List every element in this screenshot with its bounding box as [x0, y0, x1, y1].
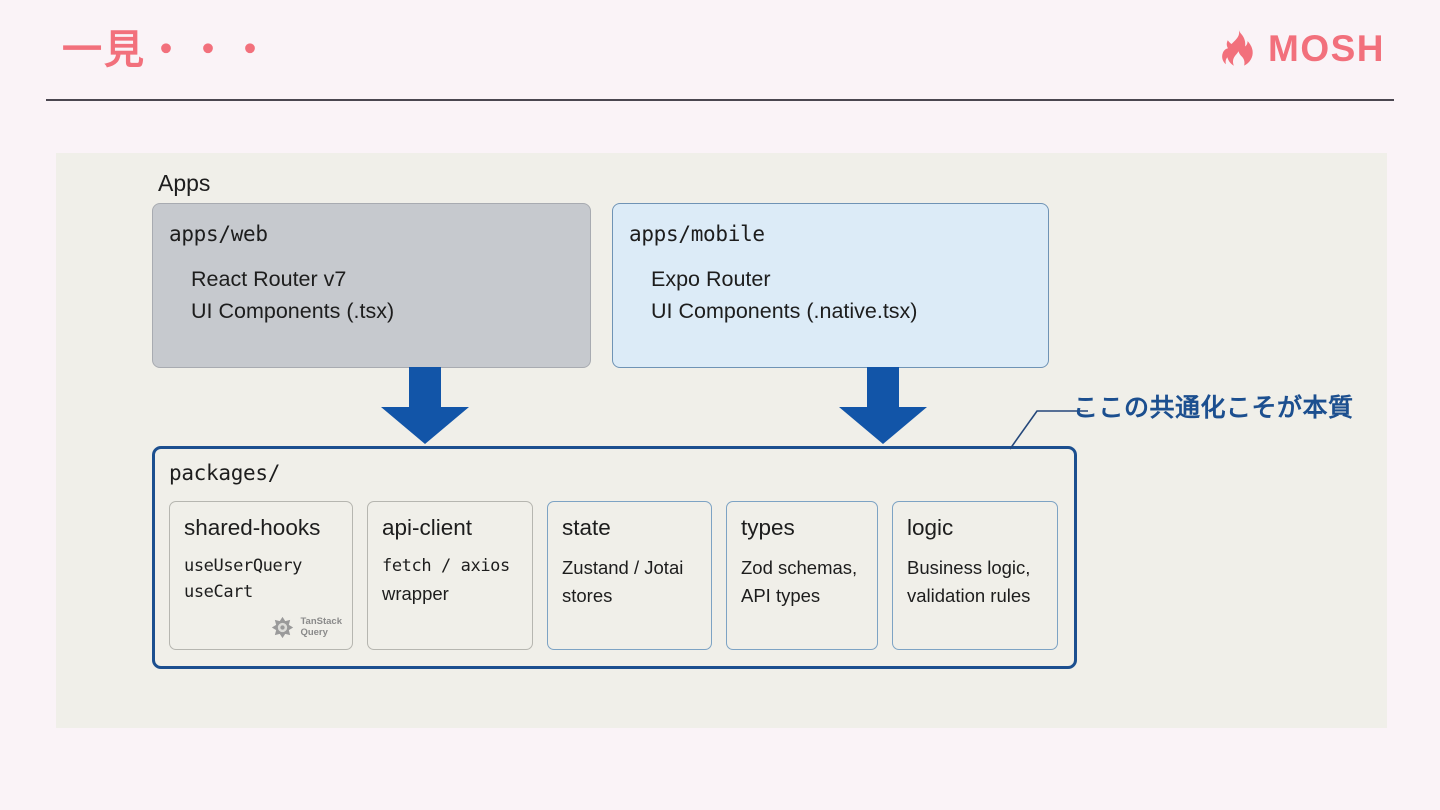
- package-card-state-desc: Zustand / Jotai stores: [562, 557, 684, 607]
- apps-section-label: Apps: [158, 170, 211, 196]
- package-card-state-title: state: [562, 515, 611, 540]
- header-divider: [46, 99, 1394, 101]
- app-box-mobile-lines: Expo Router UI Components (.native.tsx): [651, 264, 917, 328]
- app-box-mobile-line-1: Expo Router: [651, 267, 771, 291]
- package-card-api-client-desc-line-1: fetch / axios: [382, 556, 510, 576]
- diagram-panel: Apps apps/web React Router v7 UI Compone…: [56, 153, 1387, 728]
- app-box-mobile-line-2: UI Components (.native.tsx): [651, 298, 918, 323]
- package-card-api-client: api-client fetch / axios wrapper: [367, 501, 533, 650]
- package-card-logic-desc: Business logic, validation rules: [907, 557, 1031, 607]
- package-card-types-desc: Zod schemas, API types: [741, 557, 858, 607]
- app-box-web-line-1: React Router v7: [191, 267, 347, 291]
- package-card-logic: logic Business logic, validation rules: [892, 501, 1058, 650]
- package-card-api-client-desc-line-2: wrapper: [382, 582, 449, 604]
- package-card-shared-hooks-desc: useUserQuery useCart: [184, 556, 303, 602]
- packages-container: packages/ shared-hooks useUserQuery useC…: [152, 446, 1077, 669]
- arrow-down-mobile-icon: [839, 367, 927, 444]
- package-card-state: state Zustand / Jotai stores: [547, 501, 712, 650]
- app-box-mobile-path: apps/mobile: [629, 222, 765, 246]
- package-card-shared-hooks-title: shared-hooks: [184, 515, 321, 540]
- arrow-down-web-icon: [381, 367, 469, 444]
- tanstack-query-icon: [272, 616, 294, 639]
- app-box-web-lines: React Router v7 UI Components (.tsx): [191, 264, 394, 328]
- flame-icon: [1222, 28, 1253, 66]
- brand-name: MOSH: [1268, 27, 1385, 69]
- package-card-api-client-title: api-client: [382, 515, 473, 540]
- tanstack-query-badge: TanStack Query: [270, 615, 342, 640]
- app-box-web: apps/web React Router v7 UI Components (…: [152, 203, 591, 368]
- package-card-logic-title: logic: [907, 515, 954, 540]
- app-box-mobile: apps/mobile Expo Router UI Components (.…: [612, 203, 1049, 368]
- package-card-types-title: types: [741, 515, 795, 540]
- app-box-web-line-2: UI Components (.tsx): [191, 298, 395, 323]
- page-title: 一見・・・: [62, 28, 272, 72]
- brand-logo: MOSH: [1215, 26, 1385, 70]
- packages-card-row: shared-hooks useUserQuery useCart TanSta…: [169, 501, 1066, 650]
- callout-label: ここの共通化こそが本質: [1073, 394, 1354, 422]
- package-card-shared-hooks: shared-hooks useUserQuery useCart TanSta…: [169, 501, 353, 650]
- package-card-api-client-desc: fetch / axios wrapper: [382, 554, 518, 608]
- package-card-types: types Zod schemas, API types: [726, 501, 878, 650]
- app-box-web-path: apps/web: [169, 222, 268, 246]
- packages-path-label: packages/: [169, 461, 281, 485]
- tanstack-query-label: TanStack Query: [300, 615, 342, 638]
- slide-header: 一見・・・ MOSH: [0, 0, 1440, 110]
